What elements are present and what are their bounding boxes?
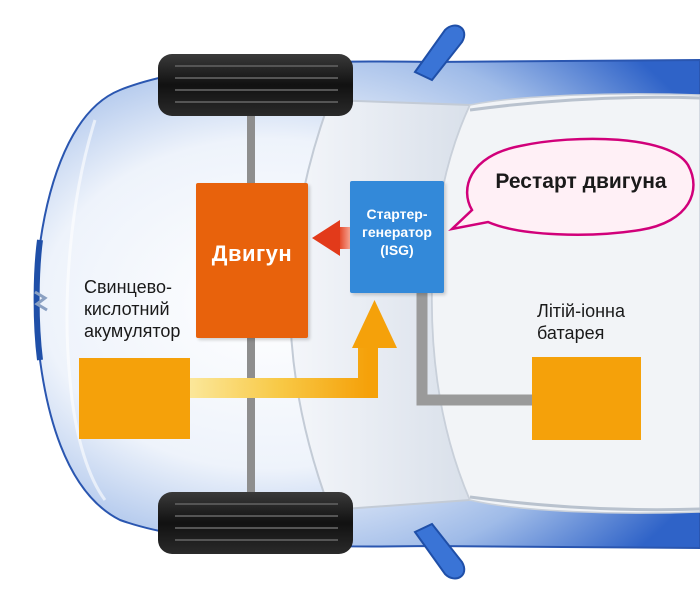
tire-bottom [158, 492, 353, 554]
speech-bubble [448, 137, 695, 236]
tire-top [158, 54, 353, 116]
lead-battery-power-path [190, 345, 378, 398]
engine-label: Двигун [211, 241, 293, 266]
lead-acid-battery-label: Свинцево- кислотний акумулятор [84, 277, 181, 341]
red-arrow [312, 220, 340, 256]
lithium-ion-battery-block [532, 357, 641, 440]
power-arrowhead [352, 300, 397, 348]
li-battery-connection [416, 292, 532, 406]
isg-label: Стартер- генератор (ISG) [362, 206, 432, 258]
brand-logo [34, 290, 48, 312]
lead-acid-battery-block [79, 358, 190, 439]
mirror-bottom [413, 522, 466, 580]
engine-block: Двигун [196, 183, 308, 338]
lithium-ion-battery-label: Літій-іонна батарея [537, 301, 626, 343]
mirror-top [413, 24, 466, 82]
speech-bubble-text: Рестарт двигуна [495, 170, 667, 193]
isg-block: Стартер- генератор (ISG) [350, 181, 444, 293]
